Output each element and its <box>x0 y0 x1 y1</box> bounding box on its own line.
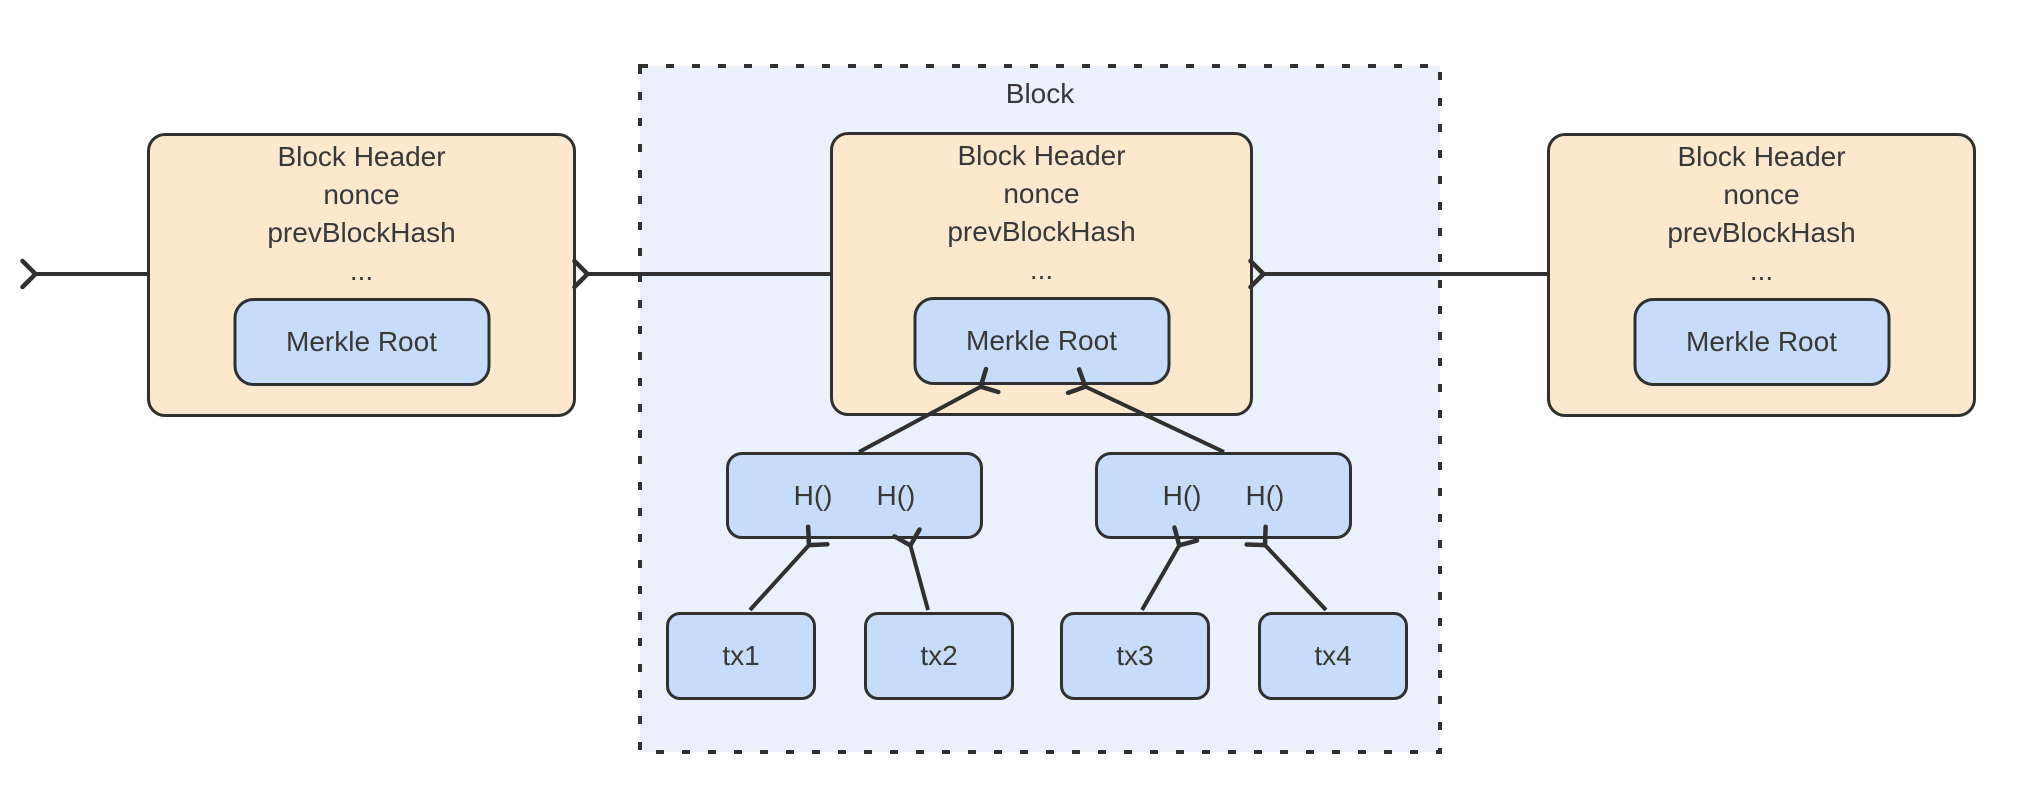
block-header-center-title: Block Header nonce prevBlockHash ... <box>833 137 1250 289</box>
block-container-label: Block <box>1005 78 1075 109</box>
merkle-root-label: Merkle Root <box>1686 326 1837 357</box>
tx-box-3: tx3 <box>1060 612 1210 700</box>
tx3-arrow <box>1140 525 1200 611</box>
tx-box-1: tx1 <box>666 612 816 700</box>
merkle-root-label: Merkle Root <box>966 325 1117 356</box>
title-line: ... <box>349 255 374 286</box>
tx4-arrow <box>1244 524 1328 612</box>
merkle-root-left: Merkle Root <box>233 298 490 386</box>
title-line: Block Header <box>957 140 1126 171</box>
hash-node-left: H() H() <box>726 452 983 539</box>
hash-label: H() <box>1245 479 1285 511</box>
block-header-left: Block Header nonce prevBlockHash ... Mer… <box>147 133 576 417</box>
block-header-right-title: Block Header nonce prevBlockHash ... <box>1550 138 1973 290</box>
tx1-arrow <box>748 524 830 612</box>
title-line: prevBlockHash <box>1667 217 1856 248</box>
tx-label: tx2 <box>920 640 958 671</box>
title-line: Block Header <box>277 141 446 172</box>
tx-label: tx4 <box>1314 640 1352 671</box>
hash-label: H() <box>793 479 833 511</box>
title-line: nonce <box>1723 179 1800 210</box>
tx-label: tx3 <box>1116 640 1154 671</box>
tx2-arrow <box>892 527 930 611</box>
block-header-left-title: Block Header nonce prevBlockHash ... <box>150 138 573 290</box>
tx-box-2: tx2 <box>864 612 1014 700</box>
block-header-right: Block Header nonce prevBlockHash ... Mer… <box>1547 133 1976 417</box>
merkle-root-label: Merkle Root <box>286 326 437 357</box>
merkle-root-center: Merkle Root <box>913 297 1170 385</box>
hash-label: H() <box>876 479 916 511</box>
title-line: ... <box>1749 255 1774 286</box>
hash-label: H() <box>1162 479 1202 511</box>
block-header-center: Block Header nonce prevBlockHash ... Mer… <box>830 132 1253 416</box>
tx-box-4: tx4 <box>1258 612 1408 700</box>
title-line: Block Header <box>1677 141 1846 172</box>
title-line: nonce <box>1003 178 1080 209</box>
title-line: ... <box>1029 254 1054 285</box>
title-line: prevBlockHash <box>267 217 456 248</box>
merkle-root-right: Merkle Root <box>1633 298 1890 386</box>
title-line: prevBlockHash <box>947 216 1136 247</box>
title-line: nonce <box>323 179 400 210</box>
hash-node-right: H() H() <box>1095 452 1352 539</box>
tx-label: tx1 <box>722 640 760 671</box>
